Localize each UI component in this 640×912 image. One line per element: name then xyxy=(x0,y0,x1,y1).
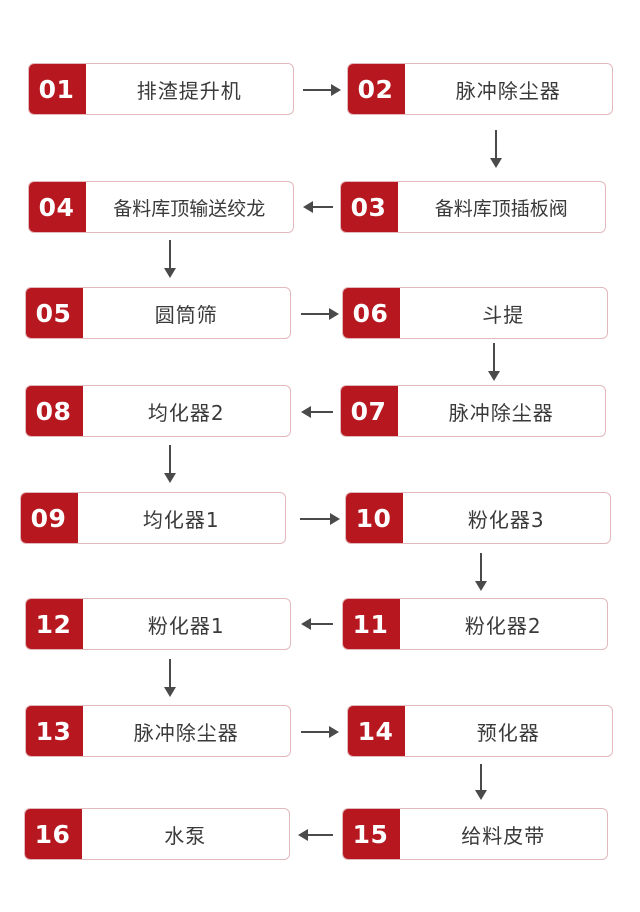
step-label: 粉化器2 xyxy=(464,613,542,638)
step-label: 均化器2 xyxy=(147,400,225,425)
arrow-down-icon xyxy=(164,445,176,483)
step-label: 备料库顶插板阀 xyxy=(434,197,568,220)
step-number-badge: 06 xyxy=(343,288,400,338)
step-label: 预化器 xyxy=(476,720,540,745)
arrow-down-icon xyxy=(475,553,487,591)
step-04: 04 备料库顶输送绞龙 xyxy=(28,181,294,233)
arrow-left-icon xyxy=(301,618,333,630)
step-label: 粉化器3 xyxy=(467,507,545,532)
arrow-right-icon xyxy=(303,84,341,96)
step-09: 09 均化器1 xyxy=(20,492,286,544)
arrow-right-icon xyxy=(300,513,340,525)
step-number-badge: 12 xyxy=(26,599,83,649)
step-13: 13 脉冲除尘器 xyxy=(25,705,291,757)
step-14: 14 预化器 xyxy=(347,705,613,757)
step-label: 排渣提升机 xyxy=(136,78,242,103)
step-label: 给料皮带 xyxy=(461,823,546,848)
step-07: 07 脉冲除尘器 xyxy=(340,385,606,437)
step-label: 脉冲除尘器 xyxy=(448,400,554,425)
step-number-badge: 09 xyxy=(21,493,78,543)
step-label: 斗提 xyxy=(482,302,525,327)
step-number-badge: 13 xyxy=(26,706,83,756)
step-06: 06 斗提 xyxy=(342,287,608,339)
arrow-left-icon xyxy=(301,406,333,418)
step-16: 16 水泵 xyxy=(24,808,290,860)
arrow-down-icon xyxy=(490,130,502,168)
step-08: 08 均化器2 xyxy=(25,385,291,437)
step-number-badge: 15 xyxy=(343,809,400,859)
arrow-down-icon xyxy=(475,764,487,800)
step-number-badge: 01 xyxy=(29,64,86,114)
arrow-down-icon xyxy=(164,240,176,278)
step-label: 备料库顶输送绞龙 xyxy=(113,197,266,220)
arrow-down-icon xyxy=(164,659,176,697)
step-label: 均化器1 xyxy=(142,507,220,532)
step-label: 脉冲除尘器 xyxy=(133,720,239,745)
step-number-badge: 05 xyxy=(26,288,83,338)
step-label: 粉化器1 xyxy=(147,613,225,638)
step-label: 圆筒筛 xyxy=(154,302,218,327)
arrow-left-icon xyxy=(303,201,333,213)
step-number-badge: 08 xyxy=(26,386,83,436)
step-15: 15 给料皮带 xyxy=(342,808,608,860)
step-label: 水泵 xyxy=(164,823,207,848)
step-02: 02 脉冲除尘器 xyxy=(347,63,613,115)
step-01: 01 排渣提升机 xyxy=(28,63,294,115)
step-number-badge: 14 xyxy=(348,706,405,756)
step-number-badge: 07 xyxy=(341,386,398,436)
arrow-right-icon xyxy=(301,308,339,320)
step-number-badge: 03 xyxy=(341,182,398,232)
step-number-badge: 16 xyxy=(25,809,82,859)
step-03: 03 备料库顶插板阀 xyxy=(340,181,606,233)
step-label: 脉冲除尘器 xyxy=(455,78,561,103)
step-05: 05 圆筒筛 xyxy=(25,287,291,339)
arrow-down-icon xyxy=(488,343,500,381)
step-11: 11 粉化器2 xyxy=(342,598,608,650)
step-12: 12 粉化器1 xyxy=(25,598,291,650)
step-10: 10 粉化器3 xyxy=(345,492,611,544)
step-number-badge: 11 xyxy=(343,599,400,649)
step-number-badge: 10 xyxy=(346,493,403,543)
step-number-badge: 04 xyxy=(29,182,86,232)
step-number-badge: 02 xyxy=(348,64,405,114)
arrow-left-icon xyxy=(298,829,333,841)
arrow-right-icon xyxy=(301,726,339,738)
